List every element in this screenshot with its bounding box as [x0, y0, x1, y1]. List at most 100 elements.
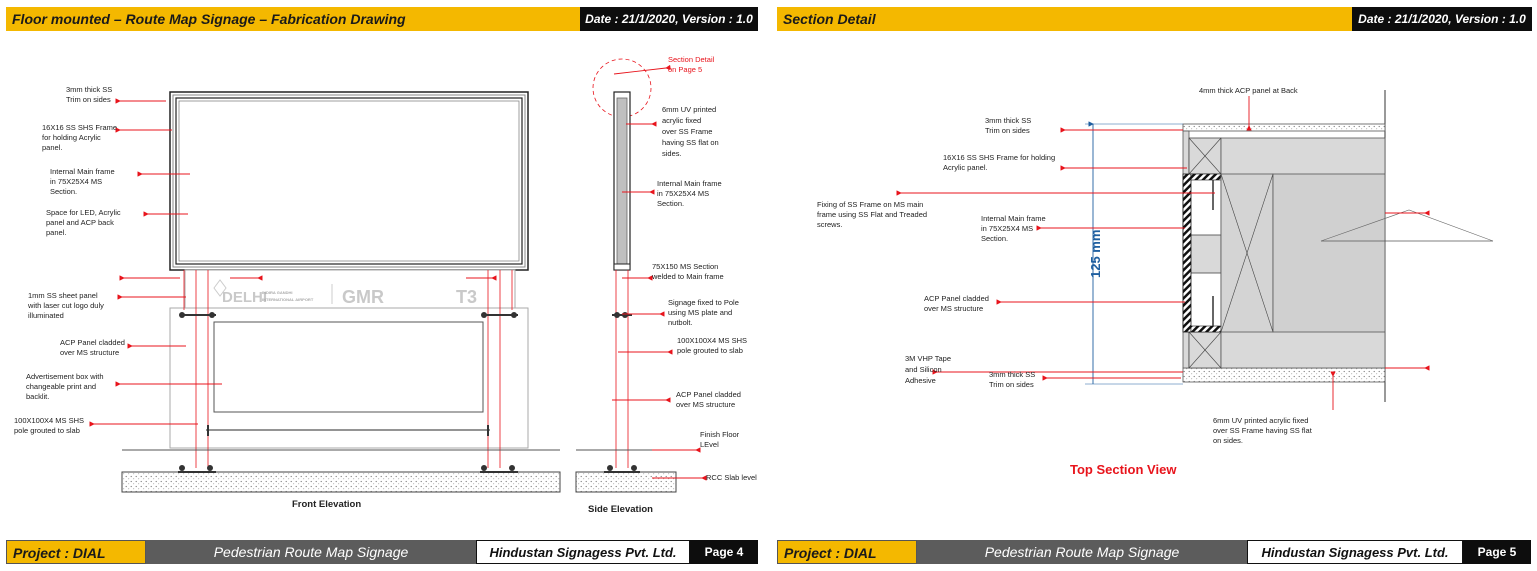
label-line: over SS Frame having SS flat — [1213, 426, 1313, 435]
label-line: Signage fixed to Pole — [668, 298, 739, 307]
ss-trim-bottom — [1182, 367, 1386, 383]
header-title: Section Detail — [777, 7, 1352, 31]
label-line: 3mm thick SS — [985, 116, 1031, 125]
header-date: Date : 21/1/2020, Version : 1.0 — [580, 7, 758, 31]
label-line: panel and ACP back — [46, 218, 114, 227]
label-line: for holding Acrylic — [42, 133, 101, 142]
label-line: 1mm SS sheet panel — [28, 291, 98, 300]
label-line: Adhesive — [905, 376, 936, 385]
label-line: Section. — [981, 234, 1008, 243]
label-line: Trim on sides — [989, 380, 1034, 389]
label-line: screws. — [817, 220, 842, 229]
label-line: Internal Main frame — [657, 179, 722, 188]
annotation-arrows — [89, 64, 707, 481]
label-line: in 75X25X4 MS — [50, 177, 102, 186]
footer-project: Project : DIAL — [6, 540, 146, 564]
label-acp-back: 4mm thick ACP panel at Back — [1199, 86, 1298, 95]
label-line: pole grouted to slab — [14, 426, 80, 435]
label-line: Trim on sides — [985, 126, 1030, 135]
footer-page-number: Page 4 — [690, 540, 758, 564]
label-rcc: RCC Slab level — [706, 473, 757, 482]
label-line: ACP Panel cladded — [60, 338, 125, 347]
label-line: in 75X25X4 MS — [657, 189, 709, 198]
sheet-page-4: Floor mounted – Route Map Signage – Fabr… — [0, 0, 764, 571]
footer-sign-name: Pedestrian Route Map Signage — [146, 540, 476, 564]
label-line: 16X16 SS SHS Frame — [42, 123, 117, 132]
caption-side-elevation: Side Elevation — [588, 504, 653, 515]
label-line: 4mm thick ACP panel at Back — [1199, 86, 1298, 95]
label-line: on sides. — [1213, 436, 1243, 445]
dimension-label: 125 mm — [1088, 230, 1103, 278]
label-line: 100X100X4 MS SHS — [677, 336, 747, 345]
label-line: with laser cut logo duly — [27, 301, 104, 310]
label-line: Trim on sides — [66, 95, 111, 104]
label-line: in 75X25X4 MS — [981, 224, 1033, 233]
header-title: Floor mounted – Route Map Signage – Fabr… — [6, 7, 580, 31]
label-line: Section Detail — [668, 55, 715, 64]
footer-sign-name: Pedestrian Route Map Signage — [917, 540, 1247, 564]
top-section-view — [1085, 90, 1494, 402]
label-line: backlit. — [26, 392, 49, 401]
rcc-slab-front — [121, 471, 561, 493]
label-line: Acrylic panel. — [943, 163, 988, 172]
caption-front-elevation: Front Elevation — [292, 499, 361, 510]
label-line: frame using SS Flat and Treaded — [817, 210, 927, 219]
label-line: Space for LED, Acrylic — [46, 208, 121, 217]
label-line: Internal Main frame — [981, 214, 1046, 223]
label-acrylic: 6mm UV printed acrylic fixed over SS Frame… — [662, 105, 719, 158]
advertisement-box — [213, 321, 484, 413]
front-elevation: DELHI INDIRA GANDHI INTERNATIONAL AIRPOR… — [121, 91, 561, 493]
label-line: over SS Frame — [662, 127, 712, 136]
label-line: Section. — [657, 199, 684, 208]
logo-delhi: DELHI — [222, 289, 267, 306]
caption-top-section-view: Top Section View — [1070, 462, 1177, 477]
label-line: changeable print and — [26, 382, 96, 391]
logo-igi-1: INDIRA GANDHI — [262, 290, 293, 295]
footer-project: Project : DIAL — [777, 540, 917, 564]
footer-page-number: Page 5 — [1463, 540, 1531, 564]
label-line: 75X150 MS Section — [652, 262, 718, 271]
label-line: 3M VHP Tape — [905, 354, 951, 363]
label-line: Section. — [50, 187, 77, 196]
sheet-page-5: Section Detail Date : 21/1/2020, Version… — [773, 0, 1537, 571]
sign-frame-outer — [169, 91, 529, 271]
label-line: over MS structure — [676, 400, 735, 409]
label-line: Internal Main frame — [50, 167, 115, 176]
label-line: LEvel — [700, 440, 719, 449]
rcc-slab-side — [575, 471, 677, 493]
header-date: Date : 21/1/2020, Version : 1.0 — [1352, 7, 1532, 31]
label-line: RCC Slab level — [706, 473, 757, 482]
logo-igi-2: INTERNATIONAL AIRPORT — [262, 297, 314, 302]
label-line: 6mm UV printed — [662, 105, 716, 114]
footer-company: Hindustan Signagess Pvt. Ltd. — [476, 540, 690, 564]
label-line: panel. — [42, 143, 62, 152]
label-line: Advertisement box with — [26, 372, 104, 381]
label-line: 16X16 SS SHS Frame for holding — [943, 153, 1055, 162]
label-line: welded to Main frame — [651, 272, 724, 281]
label-line: panel. — [46, 228, 66, 237]
footer-company: Hindustan Signagess Pvt. Ltd. — [1247, 540, 1463, 564]
section-detail-drawing: 125 mm 4mm thick ACP panel at Back 3mm t… — [817, 86, 1494, 477]
label-line: acrylic fixed — [662, 116, 701, 125]
label-line: nutbolt. — [668, 318, 693, 327]
label-line: 6mm UV printed acrylic fixed — [1213, 416, 1308, 425]
label-line: on Page 5 — [668, 65, 702, 74]
